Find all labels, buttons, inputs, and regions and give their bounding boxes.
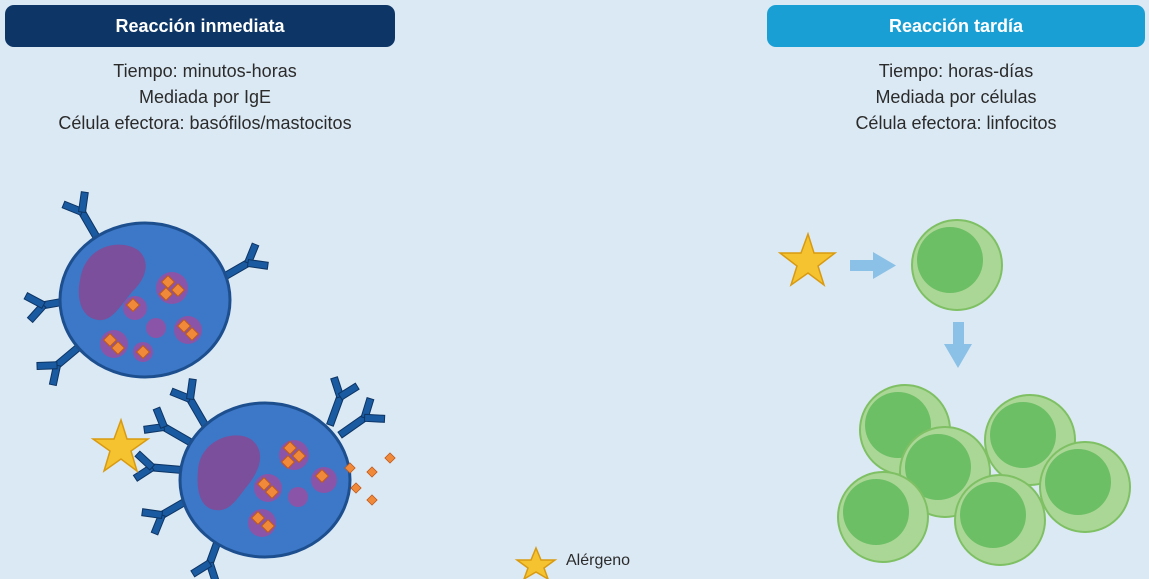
delayed-effector-text: Célula efectora: linfocitos	[855, 113, 1057, 133]
arrow-right-icon	[850, 252, 896, 279]
immediate-reaction-title: Reacción inmediata	[115, 15, 285, 36]
delayed-reaction-title: Reacción tardía	[888, 15, 1024, 36]
nucleus	[78, 244, 146, 321]
lymphocyte	[1039, 441, 1131, 533]
immediate-reaction-header: Reacción inmediata	[5, 5, 395, 47]
allergen-star-icon	[90, 417, 151, 473]
immediate-mediator-text: Mediada por IgE	[138, 87, 272, 107]
immediate-effector-text: Célula efectora: basófilos/mastocitos	[58, 113, 352, 133]
released-mediators	[344, 452, 396, 506]
delayed-reaction-info: Tiempo: horas-días Mediada por células C…	[757, 58, 1149, 136]
delayed-mediator-text: Mediada por células	[875, 87, 1037, 107]
nucleus	[197, 435, 261, 511]
arrow-down-icon	[944, 322, 972, 368]
allergen-star-icon	[777, 231, 838, 288]
delayed-reaction-header: Reacción tardía	[767, 5, 1145, 47]
mast-cell-activated	[132, 374, 396, 579]
lymphocyte	[837, 471, 929, 563]
lymphocyte-cluster	[837, 384, 1131, 566]
immediate-time-text: Tiempo: minutos-horas	[113, 61, 297, 81]
legend-star-icon	[514, 546, 558, 579]
mast-cell-resting	[22, 188, 272, 389]
lymphocyte	[954, 474, 1046, 566]
delayed-time-text: Tiempo: horas-días	[878, 61, 1034, 81]
lymphocyte	[911, 219, 1003, 311]
legend-allergen-label: Alérgeno	[566, 552, 631, 569]
immediate-reaction-info: Tiempo: minutos-horas Mediada por IgE Cé…	[0, 58, 410, 136]
